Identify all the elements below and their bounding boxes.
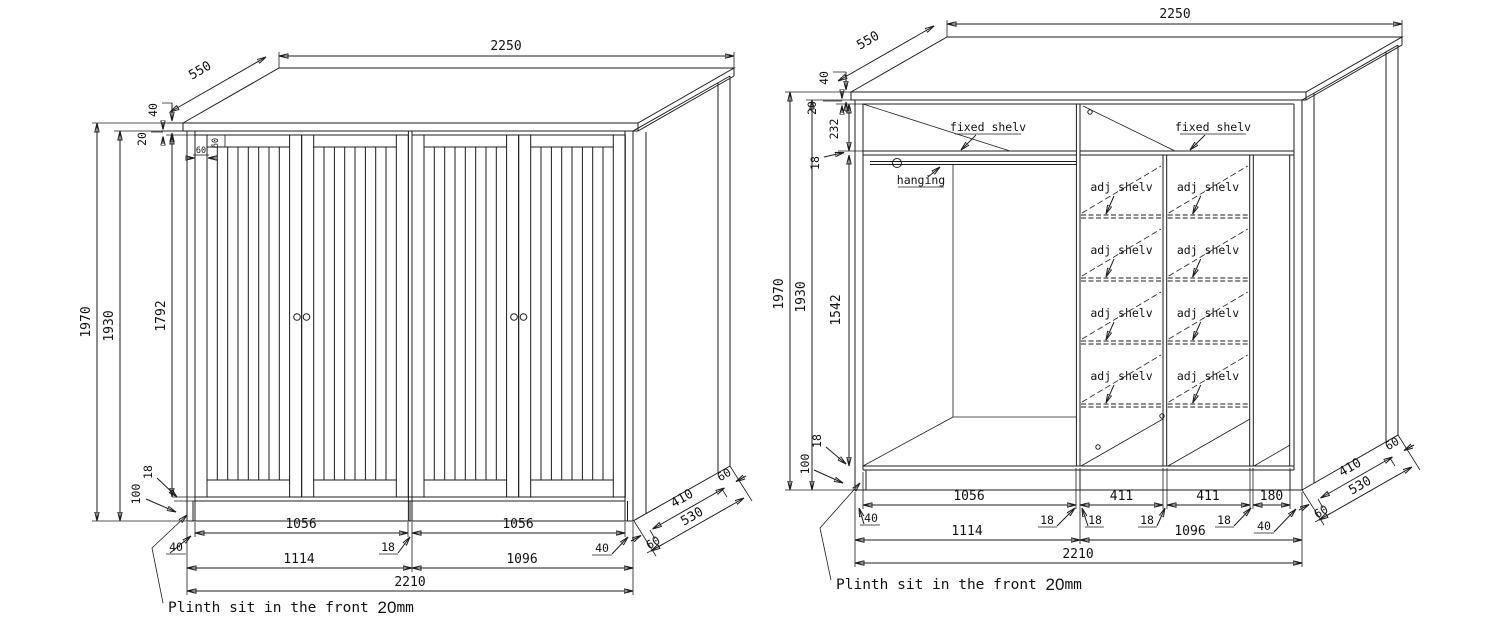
interior-dim-left: 40 20 232 18 1542 1970 1930 18 100 [772,71,863,491]
shelf-pin-hole-2 [1095,444,1101,450]
adj-shelf-label-6: adj shelv [1177,306,1239,320]
door-handles[interactable] [293,313,528,321]
plinth-note-interior-unit: mm [1064,577,1082,593]
dim-side-530-front: 530 [678,505,706,530]
plinth-note-front-unit: mm [396,600,414,616]
door-leaf-1[interactable] [194,134,303,498]
dim-frame-height-front: 60 [211,138,221,148]
dim-side-530-interior: 530 [1346,474,1374,499]
dim-shelf-space: 232 [827,119,841,140]
dim-carcass-height-interior: 1930 [794,281,809,312]
dim-divider-18-4: 18 [1217,513,1231,527]
front-dim-top-thickness: 40 20 [135,102,183,146]
plinth-note-interior-text: Plinth sit in the front [836,577,1046,593]
dim-top-depth-interior: 550 [854,29,882,54]
dim-module-right-interior: 1096 [1174,524,1205,539]
dim-top-reveal-front: 20 [135,132,149,146]
dim-top-thickness-front: 40 [146,103,160,117]
dim-side-60-right-interior: 60 [1382,434,1401,453]
plinth-note-front-value: 20 [378,598,397,617]
dim-end-gap-right-front: 40 [595,541,609,555]
hanging-label: hanging [897,173,945,187]
front-dim-frame: 60 60 [186,134,228,158]
dim-pigeonhole-411-1: 411 [1110,489,1133,504]
dim-bottom-panel-interior: 18 [810,434,824,448]
dim-pigeonhole-180: 180 [1260,489,1283,504]
dim-plinth-height-front: 100 [129,484,143,505]
dim-module-right-front: 1096 [506,552,537,567]
door-leaf-2[interactable] [301,134,409,498]
door-leaf-3[interactable] [411,134,520,498]
dim-divider-18-2: 18 [1088,513,1102,527]
dim-divider-18-1: 18 [1040,513,1054,527]
hanging-rail-end [892,158,902,168]
dim-module-left-front: 1114 [283,552,314,567]
fixed-shelf-label-right: fixed shelv [1175,120,1251,134]
front-view-carcass [181,67,736,522]
hanging-rail [870,158,1076,168]
dim-door-opening-2: 1056 [502,517,533,532]
dim-overall-height-interior: 1970 [772,278,787,309]
interior-dim-bottom: 1056 411 411 180 40 18 18 18 18 40 1114 … [854,468,1303,567]
fixed-shelf-label-left: fixed shelv [950,120,1026,134]
dim-divider-18-3: 18 [1140,513,1154,527]
dim-end-gap-right-interior: 40 [1257,519,1271,533]
dim-plinth-height-interior: 100 [798,454,812,475]
interior-carcass [849,36,1404,491]
adj-shelf-label-5: adj shelv [1090,306,1152,320]
dim-end-gap-left-interior: 40 [864,511,878,525]
interior-plinth-note: Plinth sit in the front 20mm [819,483,1082,594]
plinth-note-interior: Plinth sit in the front 20mm [836,575,1082,594]
adj-shelf-label-7: adj shelv [1090,369,1152,383]
shelf-pin-hole-3 [1159,413,1165,419]
dim-module-left-interior: 1114 [951,524,982,539]
plinth-note-interior-value: 20 [1046,575,1065,594]
dim-fixed-shelf-thickness: 18 [808,156,822,170]
dim-mid-divider-front: 18 [381,540,395,554]
adj-shelf-label-8: adj shelv [1177,369,1239,383]
dim-left-compartment: 1056 [953,489,984,504]
dim-carcass-width-front: 2210 [394,575,425,590]
dim-door-opening-1: 1056 [285,517,316,532]
dim-door-height: 1792 [154,300,169,331]
dim-bottom-panel-front: 18 [141,465,155,479]
interior-dim-side: 410 60 60 530 [1298,434,1421,526]
front-dim-bottom: 1056 1056 40 18 40 1114 1096 2210 [166,517,634,595]
dim-overall-height-front: 1970 [79,306,94,337]
front-dim-side: 410 60 60 530 [630,465,753,557]
shelf-pin-hole-1 [1087,109,1093,115]
plinth-note-front-text: Plinth sit in the front [168,600,378,616]
fixed-shelf-callouts: fixed shelv fixed shelv hanging [897,120,1251,188]
dim-top-thickness-interior: 40 [817,71,831,85]
plinth-note-front: Plinth sit in the front 20mm [168,598,414,617]
dim-top-width-interior: 2250 [1159,7,1190,22]
dim-side-60-right-front: 60 [714,465,733,484]
dim-carcass-width-interior: 2210 [1062,547,1093,562]
dim-end-gap-left-front: 40 [169,540,183,554]
interior-view: fixed shelv fixed shelv hanging adj shel… [772,7,1421,594]
dim-top-width-front: 2250 [490,39,521,54]
adj-shelf-label-3: adj shelv [1090,243,1152,257]
door-leaf-4[interactable] [518,134,626,498]
adj-shelf-label-4: adj shelv [1177,243,1239,257]
adj-shelf-label-2: adj shelv [1177,180,1239,194]
adj-shelf-label-1: adj shelv [1090,180,1152,194]
dim-interior-height: 1542 [829,294,844,325]
front-dim-top: 2250 550 [170,39,735,112]
dim-frame-width-front: 60 [196,146,206,156]
front-dim-heights: 1970 1930 1792 18 100 [79,122,195,522]
front-plinth-note: Plinth sit in the front 20mm [151,515,414,617]
adjustable-shelves: adj shelv adj shelv adj shelv adj shelv … [1081,166,1249,407]
dim-pigeonhole-411-2: 411 [1196,489,1219,504]
front-view: 2250 550 40 20 60 60 1970 1930 1792 18 1… [79,39,753,617]
dim-top-depth-front: 550 [186,59,214,84]
dim-carcass-height-front: 1930 [102,310,117,341]
interior-dim-top: 2250 550 [838,7,1403,81]
